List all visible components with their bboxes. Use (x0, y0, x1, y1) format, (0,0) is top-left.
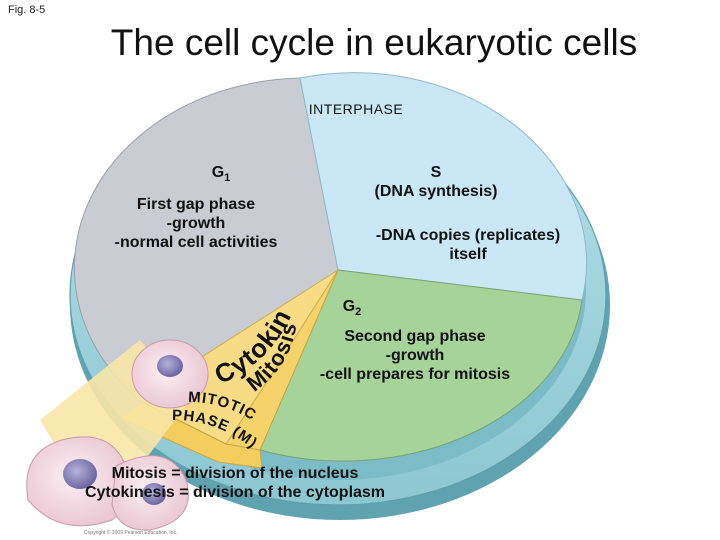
g2-line-3: -cell prepares for mitosis (319, 365, 511, 383)
nucleus-upper (157, 355, 183, 377)
g2-label: G2 (332, 298, 372, 319)
g1-line-3: -normal cell activities (114, 233, 278, 251)
s-letter: S (430, 164, 442, 181)
interphase-label: INTERPHASE (308, 101, 404, 117)
definitions-note: Mitosis = division of the nucleus Cytoki… (60, 465, 410, 503)
g1-description: First gap phase -growth -normal cell act… (96, 196, 296, 253)
nucleus-lower-2 (142, 483, 166, 505)
s-sector (299, 72, 587, 301)
g2-letter: G (342, 298, 356, 315)
nucleus-lower (63, 459, 97, 489)
g1-line-1: First gap phase (136, 196, 256, 213)
g2-line-2: -growth (385, 346, 445, 364)
g1-sector (73, 77, 339, 403)
g1-subscript: 1 (224, 172, 231, 185)
s-label: S (DNA synthesis) (348, 164, 524, 202)
g1-line-2: -growth (166, 214, 226, 232)
g1-letter: G (211, 164, 225, 181)
cytokinesis-definition: Cytokinesis = division of the cytoplasm (84, 483, 386, 501)
figure-label: Fig. 8-5 (8, 4, 46, 16)
mitosis-definition: Mitosis = division of the nucleus (111, 465, 359, 482)
g2-description: Second gap phase -growth -cell prepares … (300, 328, 530, 385)
s-description: -DNA copies (replicates) itself (356, 227, 580, 265)
g2-sector (259, 269, 583, 462)
slide-title: The cell cycle in eukaryotic cells (110, 22, 638, 63)
dividing-cell-lower (26, 436, 189, 531)
g1-label: G1 (196, 164, 246, 185)
g2-line-1: Second gap phase (344, 328, 486, 345)
g2-subscript: 2 (355, 306, 362, 319)
s-desc-line-1: -DNA copies (replicates) (375, 227, 561, 244)
dividing-cell-upper (131, 339, 209, 409)
copyright-text: Copyright © 2009 Pearson Education, Inc. (84, 530, 178, 536)
s-line-1: (DNA synthesis) (374, 182, 498, 200)
s-desc-line-2: itself (449, 245, 487, 263)
